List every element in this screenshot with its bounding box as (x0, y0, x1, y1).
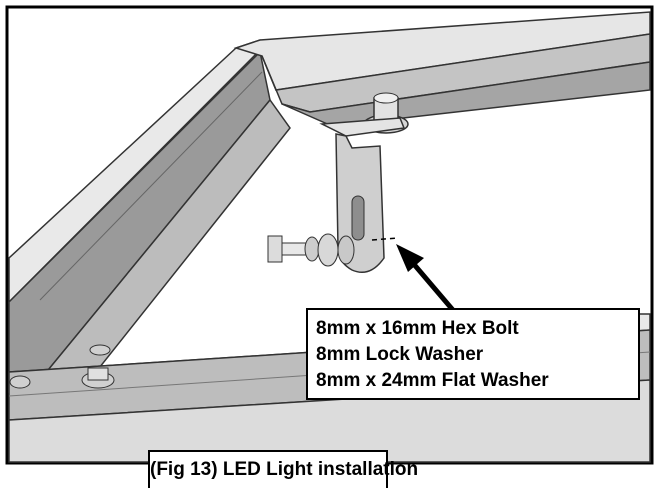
assembly-dashed-line (371, 237, 399, 241)
diagonal-beam-edge (39, 71, 263, 301)
callout-line-lock-washer: 8mm Lock Washer (316, 344, 484, 365)
pointer-arrow (396, 244, 460, 318)
rail-bolt-left (81, 367, 115, 389)
callout-line-flat-washer: 8mm x 24mm Flat Washer (316, 370, 549, 391)
callout-line-hex-bolt: 8mm x 16mm Hex Bolt (316, 318, 519, 339)
hex-bolt-assembly (267, 233, 355, 267)
rail-bolt-mid (89, 344, 111, 356)
light-mounting-bracket (319, 117, 406, 273)
hardware-callout-box: 8mm x 16mm Hex Bolt 8mm Lock Washer 8mm … (306, 308, 640, 400)
rail-bolt-edge (9, 375, 31, 389)
figure-caption: (Fig 13) LED Light installation (148, 450, 418, 488)
